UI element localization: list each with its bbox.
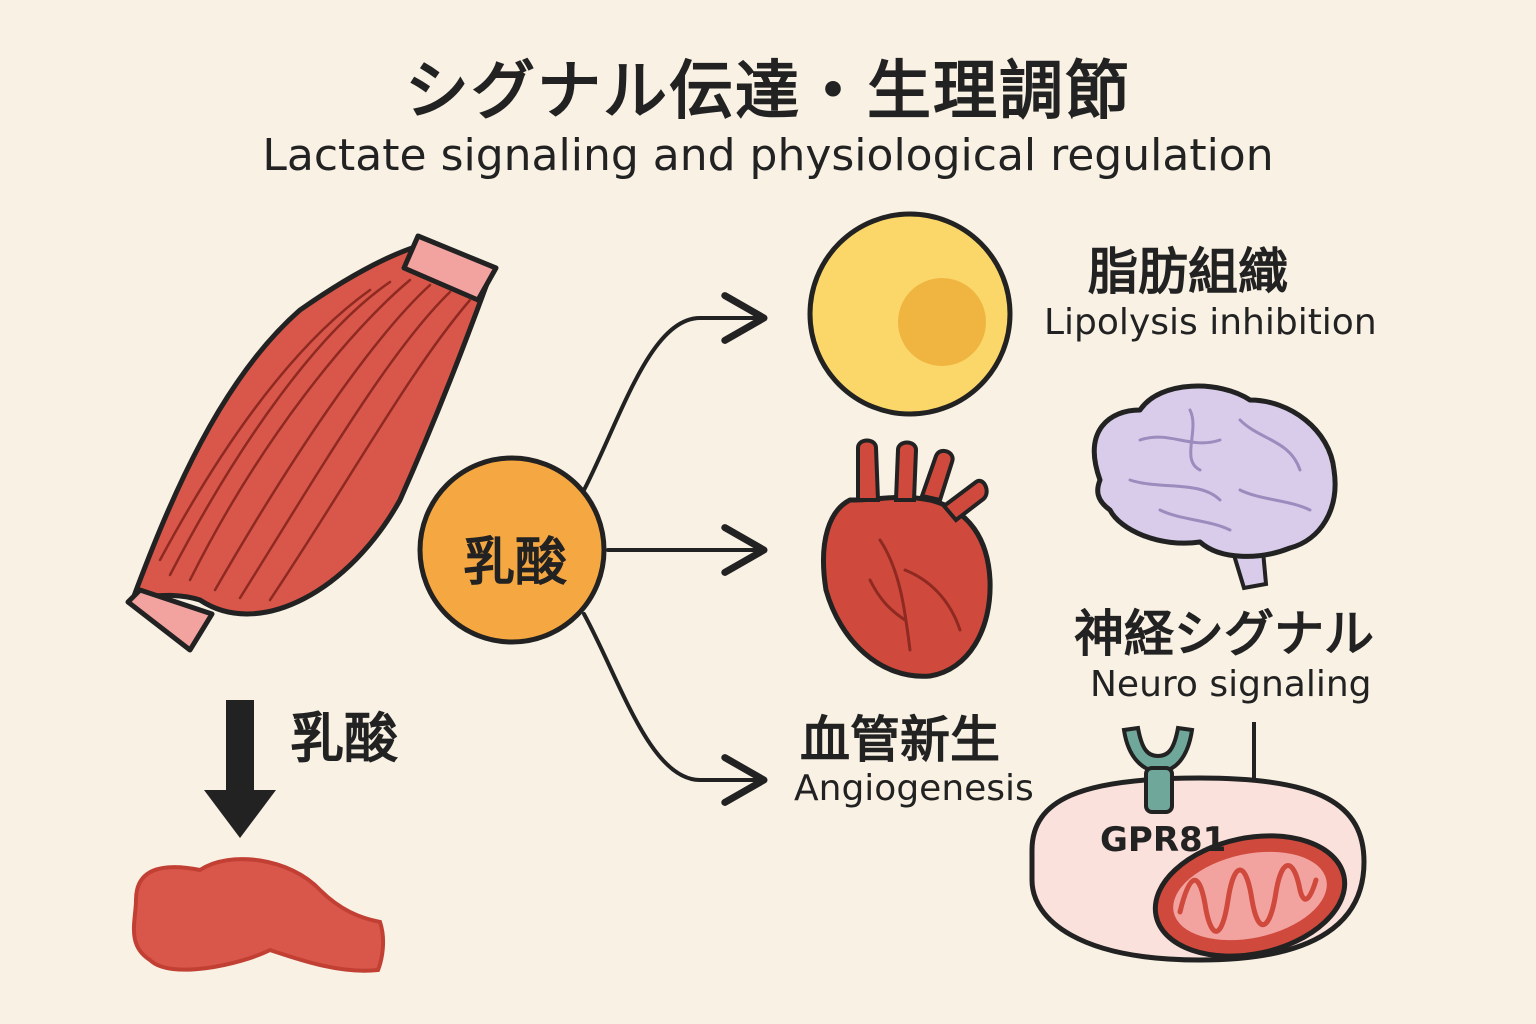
down-arrow-icon — [204, 700, 276, 838]
hub-label: 乳酸 — [462, 533, 567, 593]
adipose-label-en: Lipolysis inhibition — [1044, 302, 1377, 343]
page-title: シグナル伝達・生理調節 — [405, 55, 1131, 129]
angiogenesis-label-en: Angiogenesis — [794, 768, 1034, 809]
page-subtitle: Lactate signaling and physiological regu… — [262, 130, 1274, 181]
gpr81-label: GPR81 — [1100, 820, 1227, 860]
connector-lines — [582, 292, 768, 806]
neuro-label-jp: 神経シグナル — [1074, 605, 1374, 663]
arrow-to-angiogenesis — [582, 612, 768, 806]
flow-label: 乳酸 — [290, 707, 398, 770]
heart-icon — [821, 438, 993, 679]
angiogenesis-label-jp: 血管新生 — [800, 711, 1000, 769]
lactate-hub-circle — [417, 455, 607, 645]
mitochondrion-icon — [1152, 833, 1348, 959]
muscle-icon — [125, 233, 499, 653]
gpr81-receptor-icon — [1121, 725, 1195, 814]
brain-icon — [1091, 383, 1338, 591]
adipose-label-jp: 脂肪組織 — [1088, 243, 1288, 301]
arrow-to-adipose — [582, 292, 768, 492]
lactate-blob-icon — [131, 857, 386, 973]
neuro-label-en: Neuro signaling — [1090, 664, 1372, 705]
fat-cell-icon — [807, 211, 1013, 417]
